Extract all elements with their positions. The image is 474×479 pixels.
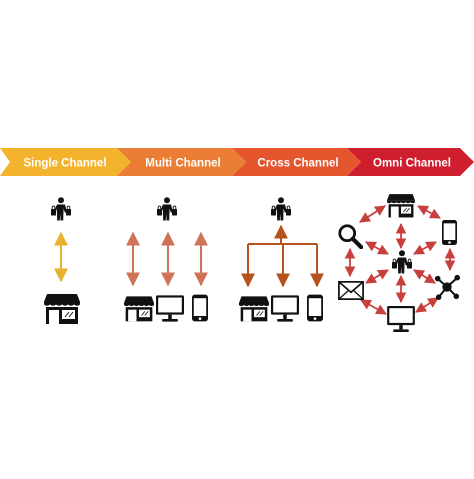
storefront-icon — [124, 295, 154, 322]
stage-multi-channel: Multi Channel — [117, 148, 246, 176]
connection-arrow — [365, 241, 389, 255]
stage-cross-channel: Cross Channel — [232, 148, 361, 176]
chevron-omni-channel — [347, 148, 474, 176]
stage-label-omni-channel: Omni Channel — [373, 158, 451, 170]
network-hub-icon — [434, 274, 460, 300]
shopper-with-bags-icon — [391, 250, 413, 274]
smartphone-icon — [192, 294, 208, 322]
omni-channel-panel — [338, 193, 460, 332]
storefront-icon — [239, 295, 269, 322]
connection-arrow — [417, 205, 441, 219]
desktop-computer-icon — [387, 306, 415, 332]
smartphone-icon — [442, 220, 457, 245]
chevron-cross-channel — [232, 148, 361, 176]
shopper-with-bags-icon — [156, 197, 178, 221]
connection-arrow — [359, 205, 386, 223]
stage-label-multi-channel: Multi Channel — [145, 158, 220, 170]
storefront-icon — [387, 193, 415, 218]
stage-chevrons: Single Channel Multi Channel Cross Chann… — [0, 148, 474, 176]
connection-arrow — [365, 269, 389, 284]
connection-arrow — [413, 269, 436, 284]
connection-arrow — [360, 299, 387, 315]
cross-channel-panel — [239, 197, 324, 322]
smartphone-icon — [307, 294, 323, 322]
magnifying-glass-icon — [340, 226, 361, 247]
single-channel-panel — [44, 197, 80, 324]
shopper-with-bags-icon — [50, 197, 72, 221]
envelope-icon — [338, 281, 364, 300]
chevron-multi-channel — [117, 148, 246, 176]
stage-omni-channel: Omni Channel — [347, 148, 474, 176]
stage-label-single-channel: Single Channel — [23, 158, 106, 170]
connection-arrow — [415, 297, 439, 313]
desktop-computer-icon — [271, 295, 299, 322]
chevron-single-channel — [0, 148, 131, 176]
stage-label-cross-channel: Cross Channel — [257, 158, 338, 170]
stage-single-channel: Single Channel — [0, 148, 131, 176]
multi-channel-panel — [124, 197, 208, 322]
shopper-with-bags-icon — [270, 197, 292, 221]
omni-connection-arrows — [344, 205, 456, 315]
connection-arrow — [413, 241, 437, 255]
desktop-computer-icon — [156, 295, 184, 322]
storefront-icon — [44, 293, 80, 324]
